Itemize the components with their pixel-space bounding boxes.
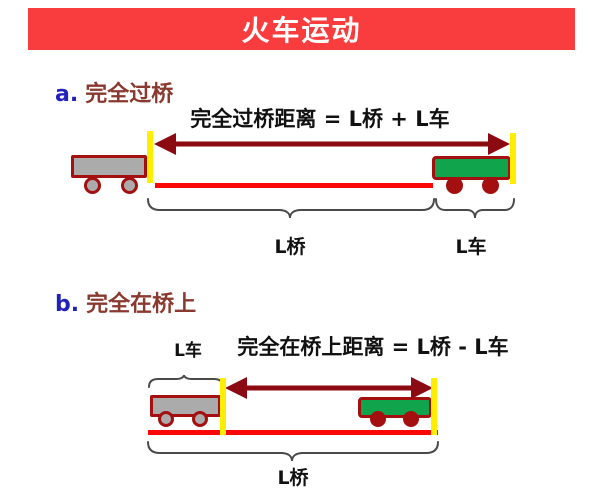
title-banner: 火车运动 — [28, 8, 575, 50]
wheel-icon — [84, 177, 101, 194]
gray-train-car-a — [71, 155, 147, 178]
train-brace-icon-a — [435, 198, 515, 219]
section-b-heading: b.完全在桥上 — [55, 286, 196, 318]
section-a-heading: a.完全过桥 — [55, 76, 173, 108]
formula-on-bridge: 完全在桥上距离 = L桥 - L车 — [237, 335, 509, 359]
bridge-brace-icon-b — [147, 441, 439, 462]
section-b-letter: b. — [55, 292, 80, 317]
wheel-icon — [370, 411, 386, 427]
bridge-brace-icon-a — [147, 198, 435, 219]
bridge-line-a — [155, 183, 433, 188]
train-brace-icon-b — [148, 374, 224, 388]
green-train-car-a — [432, 156, 511, 180]
page-title: 火车运动 — [241, 14, 362, 47]
train-length-label-a: L车 — [455, 236, 487, 258]
bridge-length-label-b: L桥 — [277, 467, 309, 489]
wheel-icon — [446, 177, 463, 194]
section-a-title: 完全过桥 — [85, 82, 174, 107]
span-start-marker-b — [220, 378, 226, 435]
bridge-end-marker-a — [510, 133, 516, 184]
bridge-length-label-a: L桥 — [274, 236, 306, 258]
bridge-start-marker-a — [147, 131, 153, 183]
wheel-icon — [403, 411, 419, 427]
section-b-title: 完全在桥上 — [86, 292, 197, 317]
wheel-icon — [482, 177, 499, 194]
bridge-line-b — [148, 430, 438, 435]
formula-crossing-bridge: 完全过桥距离 = L桥 + L车 — [190, 107, 450, 131]
double-arrow-icon — [154, 133, 510, 155]
wheel-icon — [192, 411, 208, 427]
wheel-icon — [121, 177, 138, 194]
span-end-marker-b — [431, 378, 437, 435]
section-a-letter: a. — [55, 82, 79, 107]
train-length-label-b: L车 — [174, 341, 202, 361]
wheel-icon — [158, 411, 174, 427]
double-arrow-icon — [225, 377, 433, 399]
